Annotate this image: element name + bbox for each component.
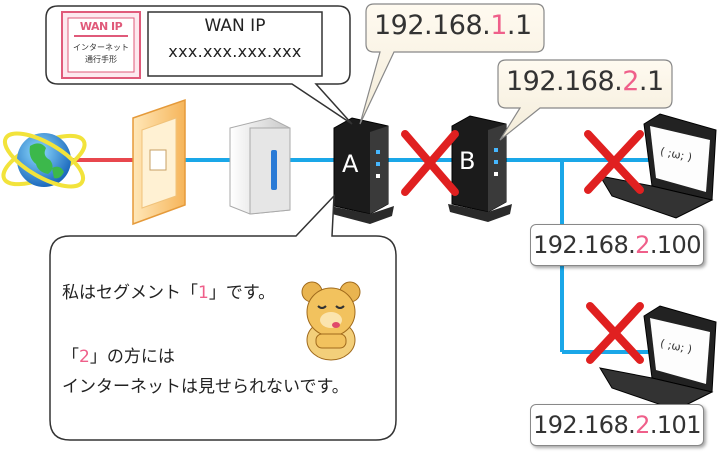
router-b-ip-segment: 2 <box>622 66 639 97</box>
pass-badge-line1: インターネット <box>73 43 129 52</box>
router-b-ip-prefix: 192.168. <box>506 66 623 97</box>
pc2-ip-prefix: 192.168. <box>533 411 636 439</box>
blocked-cross-icon <box>584 130 644 194</box>
router-a-label: A <box>342 150 359 178</box>
pass-badge-line2: 通行手形 <box>85 55 117 64</box>
blocked-cross-icon <box>586 302 644 364</box>
router-b-ip-suffix: .1 <box>638 66 664 97</box>
pc1-ip-prefix: 192.168. <box>533 231 636 259</box>
router-b-ip-callout <box>497 59 673 141</box>
pc1-ip-label: 192.168.2.100 <box>530 224 704 266</box>
laptop-1-icon <box>598 113 717 219</box>
router-a-icon <box>330 117 394 224</box>
speech-line-2-segment: 2 <box>79 347 90 367</box>
router-a-ip-callout <box>359 3 545 125</box>
speech-line-2-b: 」の方には <box>89 347 175 367</box>
wan-ip-value: xxx.xxx.xxx.xxx <box>168 42 302 61</box>
router-b-label: B <box>459 147 476 175</box>
speech-bubble <box>49 194 397 441</box>
router-a-ip-prefix: 192.168. <box>374 10 491 41</box>
speech-line-1: 私はセグメント「1」です。 <box>62 278 275 303</box>
bear-mascot-icon <box>301 281 361 361</box>
wan-ip-title: WAN IP <box>204 16 266 36</box>
pc2-ip-segment: 2 <box>635 411 650 439</box>
router-a-ip-segment: 1 <box>490 10 507 41</box>
blocked-cross-icon <box>401 130 459 196</box>
pass-badge: WAN IP インターネット 通行手形 <box>68 18 134 72</box>
wan-card-callout <box>45 5 353 125</box>
router-a-ip-suffix: .1 <box>506 10 532 41</box>
internet-globe-icon <box>1 131 87 189</box>
router-b-icon <box>448 115 512 222</box>
speech-line-2: 「2」の方には <box>62 342 175 367</box>
pc2-ip-label: 192.168.2.101 <box>530 404 704 446</box>
speech-line-3: インターネットは見せられないです。 <box>62 377 349 397</box>
pc1-ip-segment: 2 <box>635 231 650 259</box>
router-a-ip: 192.168.1.1 <box>374 10 532 41</box>
modem-icon <box>229 117 291 215</box>
wan-ip-box: WAN IP xxx.xxx.xxx.xxx <box>148 14 322 61</box>
onu-wall-box-icon <box>132 98 186 226</box>
speech-line-1-segment: 1 <box>198 283 209 303</box>
laptop-2-icon <box>598 305 717 411</box>
pc1-ip-suffix: .100 <box>649 231 702 259</box>
speech-line-2-a: 「 <box>62 347 79 367</box>
router-b-ip: 192.168.2.1 <box>506 66 664 97</box>
pass-badge-title: WAN IP <box>79 20 123 33</box>
speech-line-1-a: 私はセグメント「 <box>62 283 198 303</box>
speech-line-1-b: 」です。 <box>208 283 276 303</box>
pc2-ip-suffix: .101 <box>649 411 702 439</box>
